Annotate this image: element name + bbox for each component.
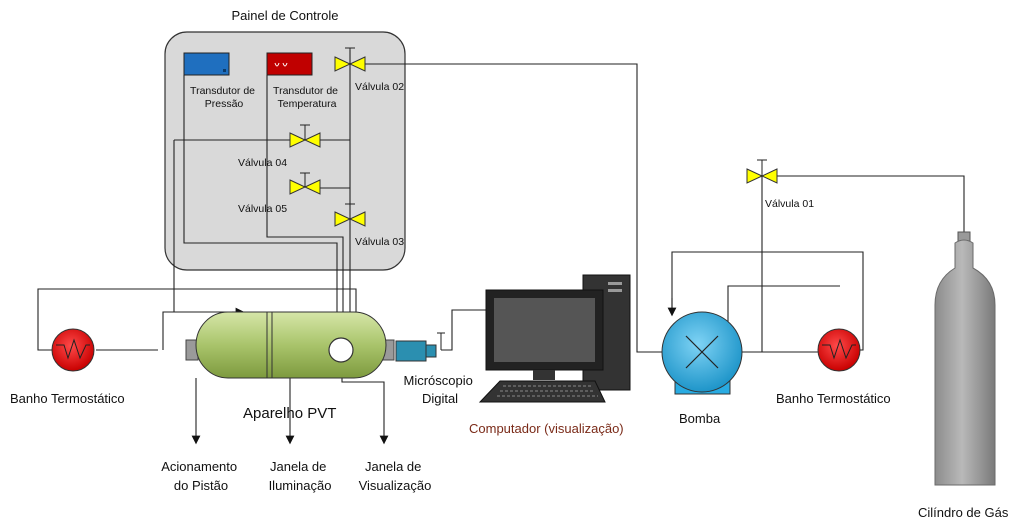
temperature-transducer-label: Transdutor de Temperatura <box>273 85 341 110</box>
thermostatic-bath-right-icon <box>817 328 861 372</box>
bath-left-label: Banho Termostático <box>10 391 125 406</box>
valve-05-label: Válvula 05 <box>238 203 287 215</box>
valve-04-icon[interactable] <box>289 124 321 148</box>
viewing-window-label: Janela de Visualização <box>359 459 432 493</box>
temperature-transducer <box>266 52 313 76</box>
valve-04-label: Válvula 04 <box>238 157 287 169</box>
valve-05-icon[interactable] <box>289 172 321 195</box>
valve-02-icon[interactable] <box>334 47 366 72</box>
computer-icon <box>478 274 631 403</box>
pvt-apparatus <box>185 311 395 379</box>
pump-icon <box>661 311 743 395</box>
valve-03-label: Válvula 03 <box>355 236 404 248</box>
control-panel <box>164 31 406 271</box>
piping <box>37 50 965 445</box>
pump-label: Bomba <box>679 411 721 426</box>
valve-02-label: Válvula 02 <box>355 81 404 93</box>
valve-03-icon[interactable] <box>334 203 366 227</box>
viewing-window-icon <box>328 337 354 363</box>
valve-01-label: Válvula 01 <box>765 198 814 210</box>
bath-right-label: Banho Termostático <box>776 391 891 406</box>
computer-label: Computador (visualização) <box>469 421 624 436</box>
pressure-transducer <box>183 52 230 76</box>
pressure-transducer-label: Transdutor de Pressão <box>190 85 258 110</box>
panel-title: Painel de Controle <box>232 8 339 23</box>
valve-01-icon[interactable] <box>746 159 778 184</box>
microscope-label: Micróscopio Digital <box>404 373 477 406</box>
piston-actuation-label: Acionamento do Pistão <box>161 459 241 493</box>
gas-cylinder-icon <box>934 231 996 486</box>
thermostatic-bath-left-icon <box>51 328 95 372</box>
digital-microscope-icon <box>395 332 445 362</box>
illumination-window-label: Janela de Iluminação <box>269 459 332 493</box>
pvt-label: Aparelho PVT <box>243 405 336 422</box>
gas-cylinder-label: Cilíndro de Gás <box>918 505 1009 520</box>
